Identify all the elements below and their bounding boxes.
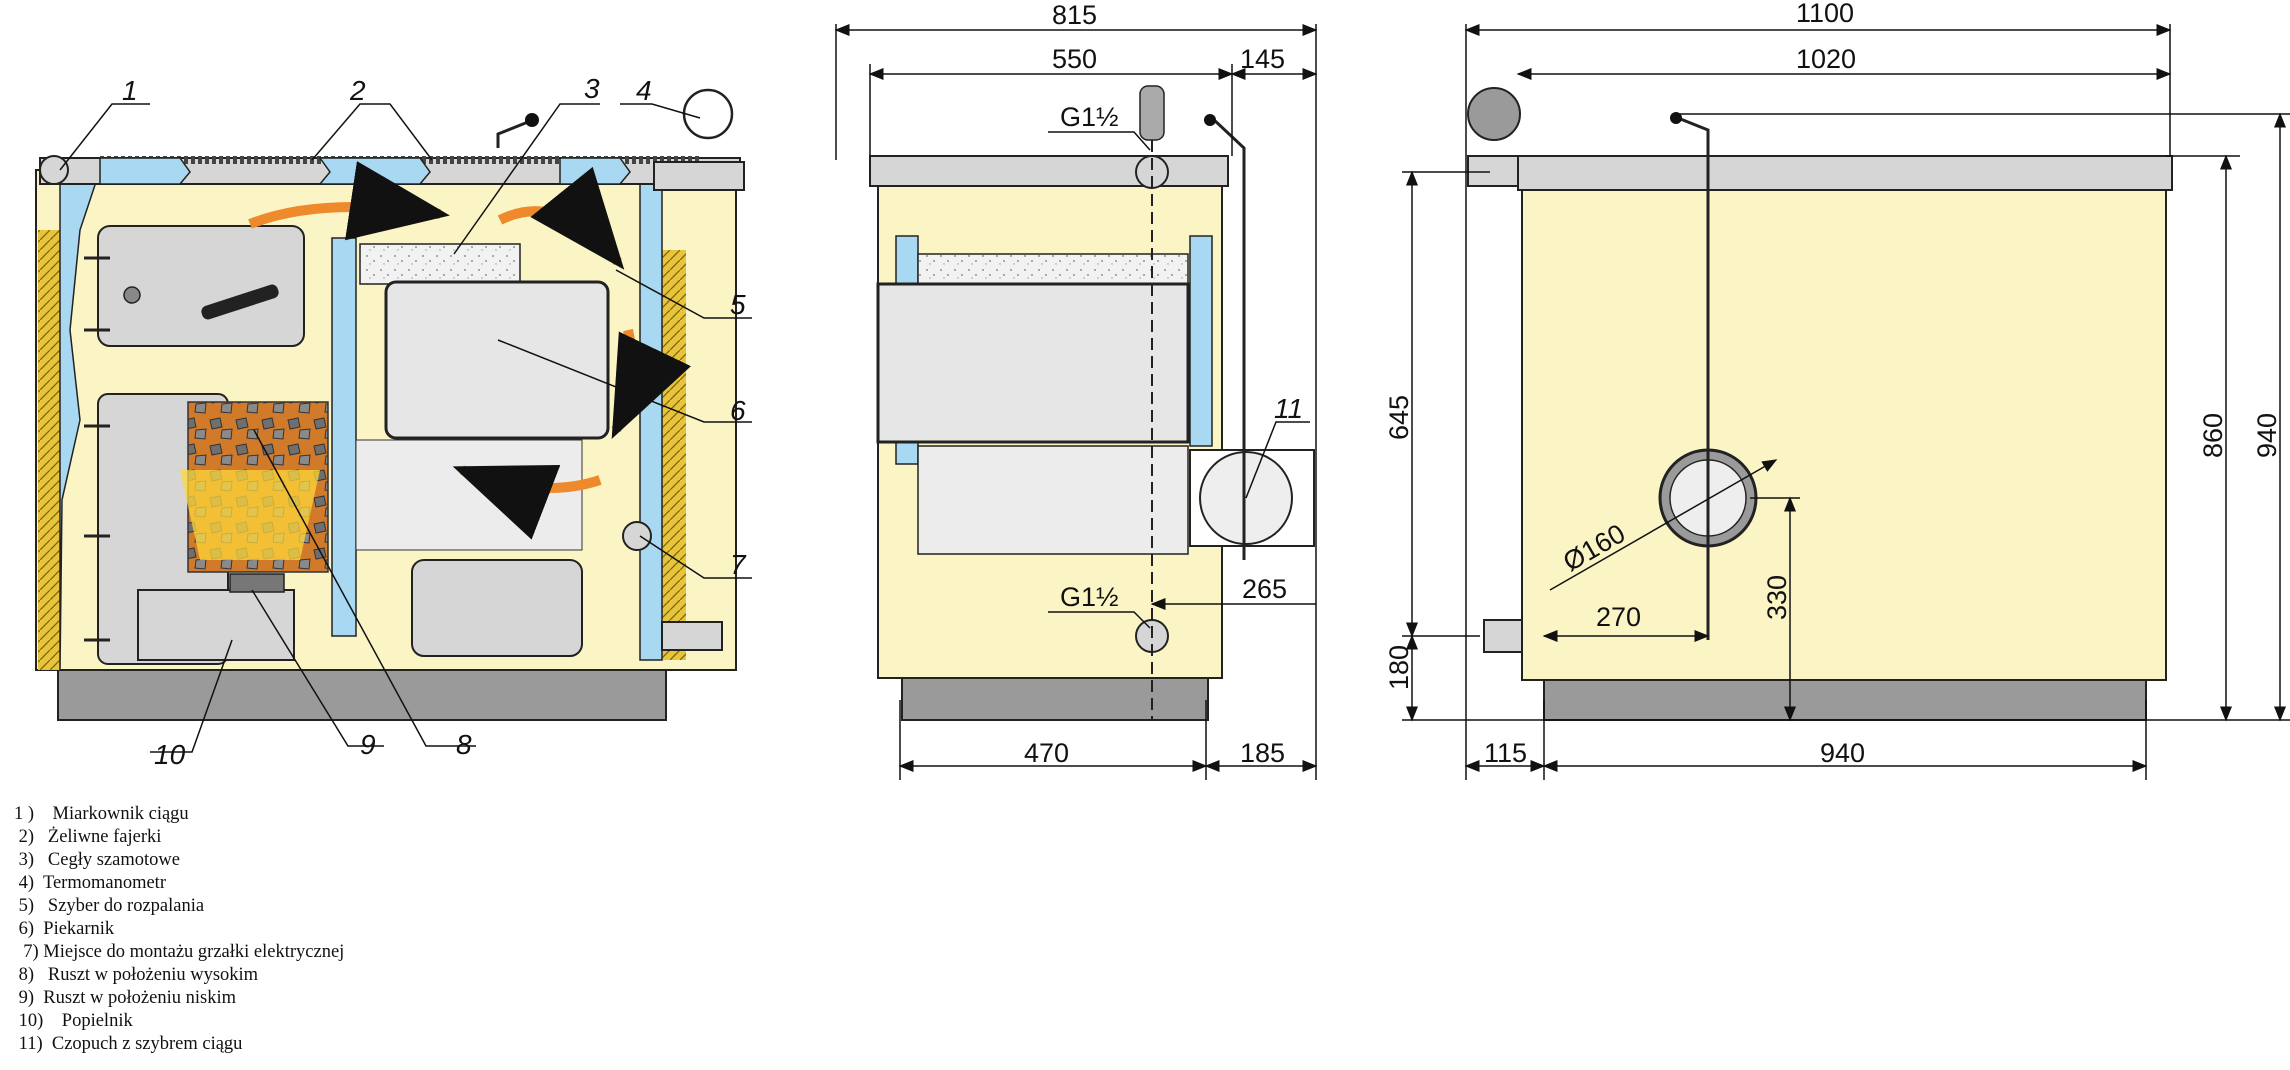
outlet-pipe-bottom bbox=[661, 621, 723, 651]
flame bbox=[180, 470, 320, 560]
outlet-pipe-top bbox=[653, 161, 745, 191]
hotplate-right bbox=[559, 157, 631, 185]
rear-pipe-top bbox=[1467, 155, 1519, 187]
side-lever-knob bbox=[1204, 114, 1216, 126]
door-handle bbox=[201, 284, 279, 320]
hotplate-center bbox=[318, 157, 431, 185]
callout-11-line bbox=[1245, 421, 1310, 499]
rear-view bbox=[1467, 87, 2173, 721]
side-lower bbox=[917, 445, 1189, 555]
water-jacket-center bbox=[331, 237, 357, 637]
dim-145: 145 bbox=[1240, 44, 1285, 74]
side-lever bbox=[1210, 116, 1246, 560]
dim-860: 860 bbox=[2198, 413, 2228, 458]
callout-8: 8 bbox=[456, 729, 472, 760]
draft-regulator bbox=[39, 155, 69, 185]
flow-arrow-3 bbox=[611, 328, 691, 440]
legend-item: 2) Żeliwne fajerki bbox=[14, 827, 162, 847]
legend-item: 3) Cegły szamotowe bbox=[14, 850, 180, 870]
callout-1: 1 bbox=[122, 75, 138, 106]
dim-470: 470 bbox=[1024, 738, 1069, 768]
parts-legend: 1 ) Miarkownik ciągu 2) Żeliwne fajerki … bbox=[14, 803, 344, 1056]
oven-chamber bbox=[384, 280, 610, 440]
rear-lever bbox=[1677, 116, 1710, 640]
legend-item: 7) Miejsce do montażu grzałki elektryczn… bbox=[14, 942, 345, 962]
legend-item: 4) Termomanometr bbox=[14, 873, 166, 893]
legend-item: 1 ) Miarkownik ciągu bbox=[14, 804, 189, 824]
door-knob bbox=[123, 286, 141, 304]
callout-2: 2 bbox=[349, 75, 366, 106]
callout-7: 7 bbox=[730, 549, 747, 580]
pipe-label-bottom: G1½ bbox=[1060, 582, 1119, 612]
rear-gauge bbox=[1467, 87, 1521, 141]
rear-body bbox=[1521, 183, 2167, 681]
rear-pipe-bottom bbox=[1483, 619, 1523, 653]
legend-item: 6) Piekarnik bbox=[14, 919, 115, 939]
rear-lever-knob bbox=[1670, 112, 1682, 124]
dim-815: 815 bbox=[1052, 0, 1097, 30]
fireclay-bricks bbox=[359, 243, 521, 285]
dim-270: 270 bbox=[1596, 602, 1641, 632]
dim-180: 180 bbox=[1384, 645, 1414, 690]
grate bbox=[229, 573, 285, 593]
callout-3: 3 bbox=[584, 73, 600, 104]
legend-item: 9) Ruszt w położeniu niskim bbox=[14, 988, 236, 1008]
side-base bbox=[901, 677, 1209, 721]
ashpan-front bbox=[137, 589, 295, 661]
base-plinth bbox=[57, 663, 667, 721]
hotplate-left bbox=[99, 157, 191, 185]
fire-door-upper bbox=[97, 225, 305, 347]
flow-arrow-1 bbox=[248, 161, 450, 241]
rear-base bbox=[1543, 677, 2147, 721]
callout-6: 6 bbox=[730, 395, 746, 426]
rear-top-plate bbox=[1517, 155, 2173, 191]
side-dimension-lines bbox=[834, 24, 1318, 780]
side-oven bbox=[876, 282, 1190, 444]
side-top-plate bbox=[869, 155, 1229, 187]
dim-1020: 1020 bbox=[1796, 44, 1856, 74]
water-jacket-right bbox=[639, 169, 663, 661]
pipe-label-top: G1½ bbox=[1060, 102, 1119, 132]
dim-185: 185 bbox=[1240, 738, 1285, 768]
front-section-view bbox=[35, 88, 745, 721]
flue-passage bbox=[355, 439, 583, 551]
flow-arrow-4 bbox=[452, 464, 602, 540]
insulation-left bbox=[38, 230, 60, 670]
side-view bbox=[869, 85, 1315, 721]
control-lever-knob bbox=[525, 113, 539, 127]
flow-arrow-2 bbox=[497, 166, 625, 270]
callout-5: 5 bbox=[730, 289, 746, 320]
legend-item: 8) Ruszt w położeniu wysokim bbox=[14, 965, 259, 985]
legend-item: 5) Szyber do rozpalania bbox=[14, 896, 205, 916]
callout-10: 10 bbox=[154, 739, 186, 770]
dim-265: 265 bbox=[1242, 574, 1287, 604]
callout-4: 4 bbox=[636, 75, 652, 106]
callout-11: 11 bbox=[1274, 393, 1303, 424]
oven-base bbox=[411, 559, 583, 657]
side-bricks bbox=[917, 253, 1189, 285]
dim-940-base: 940 bbox=[1820, 738, 1865, 768]
dim-115: 115 bbox=[1484, 738, 1527, 768]
callout-9: 9 bbox=[360, 729, 376, 760]
dim-1100: 1100 bbox=[1796, 0, 1854, 28]
top-valve bbox=[1139, 85, 1165, 141]
side-water-right bbox=[1189, 235, 1213, 447]
insulation-right bbox=[662, 250, 686, 660]
dim-330: 330 bbox=[1762, 575, 1792, 620]
legend-item: 10) Popielnik bbox=[14, 1011, 133, 1031]
thermometer-gauge bbox=[682, 88, 734, 140]
callout-lines bbox=[59, 103, 752, 753]
heater-socket bbox=[622, 521, 652, 551]
control-lever bbox=[496, 120, 529, 148]
rear-dimension-lines bbox=[1402, 24, 2290, 780]
dim-940-height: 940 bbox=[2252, 413, 2282, 458]
legend-item: 11) Czopuch z szybrem ciągu bbox=[14, 1034, 243, 1054]
dim-645: 645 bbox=[1384, 395, 1414, 440]
dim-550: 550 bbox=[1052, 44, 1097, 74]
door-hinges bbox=[84, 256, 110, 642]
